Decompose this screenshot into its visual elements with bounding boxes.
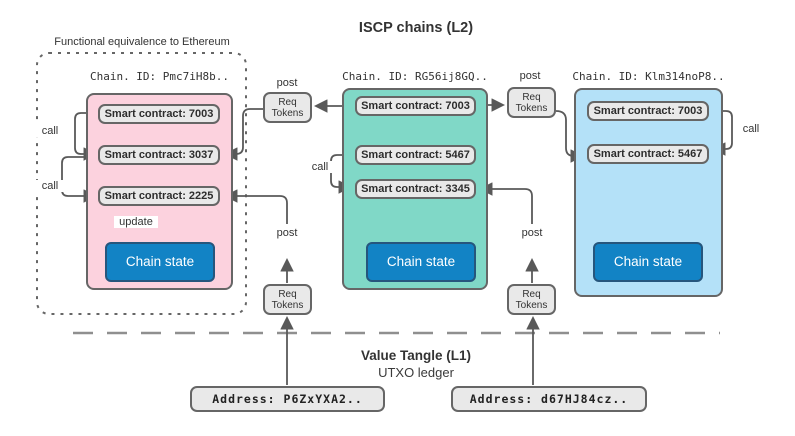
req-tokens-line1: Req: [278, 96, 297, 108]
arrow-bottom-left-req-tokens-to-pink-2225: [223, 189, 288, 224]
chain-state-pink: Chain state: [105, 242, 215, 282]
address-box-2: Address: d67HJ84cz..: [451, 386, 647, 412]
chain-id-label-pink: Chain. ID: Pmc7iH8b..: [89, 70, 230, 83]
contract-teal-7003: Smart contract: 7003: [355, 96, 476, 116]
arrow-bottom-mid-req-tokens-to-mid-3345: [478, 182, 533, 224]
req-tokens-line2: Tokens: [271, 299, 304, 311]
req-tokens-line2: Tokens: [515, 102, 548, 114]
contract-pink-2225: Smart contract: 2225: [98, 186, 220, 206]
call-label-blue: call: [737, 123, 765, 135]
call-label-pink-1: call: [36, 125, 64, 137]
chain-state-teal: Chain state: [366, 242, 476, 282]
post-label-bottom-left: post: [269, 227, 305, 239]
contract-teal-5467: Smart contract: 5467: [355, 145, 476, 165]
req-tokens-box-bottom-left: Req Tokens: [263, 284, 312, 315]
chain-id-label-teal: Chain. ID: RG56ij8GQ..: [342, 70, 488, 83]
req-tokens-line2: Tokens: [271, 107, 304, 119]
post-label-top-left: post: [269, 77, 305, 89]
value-tangle-title: Value Tangle (L1): [360, 348, 472, 363]
contract-pink-7003: Smart contract: 7003: [98, 104, 220, 124]
update-label: update: [114, 216, 158, 228]
post-label-top-right: post: [512, 70, 548, 82]
address-box-1: Address: P6ZxYXA2..: [190, 386, 385, 412]
req-tokens-box-top-right: Req Tokens: [507, 87, 556, 118]
req-tokens-box-top-left: Req Tokens: [263, 92, 312, 123]
contract-pink-3037: Smart contract: 3037: [98, 145, 220, 165]
chain-id-label-blue: Chain. ID: Klm314noP8..: [572, 70, 725, 83]
req-tokens-line1: Req: [278, 288, 297, 300]
contract-teal-3345: Smart contract: 3345: [355, 179, 476, 199]
req-tokens-line2: Tokens: [515, 299, 548, 311]
post-label-bottom-mid: post: [514, 227, 550, 239]
req-tokens-line1: Req: [522, 288, 541, 300]
utxo-ledger-subtitle: UTXO ledger: [378, 365, 454, 380]
call-label-teal: call: [306, 161, 334, 173]
page-title: ISCP chains (L2): [358, 20, 474, 36]
req-tokens-line1: Req: [522, 91, 541, 103]
contract-blue-7003: Smart contract: 7003: [587, 101, 709, 121]
ethereum-equivalence-label: Functional equivalence to Ethereum: [54, 36, 230, 48]
contract-blue-5467: Smart contract: 5467: [587, 144, 709, 164]
req-tokens-box-bottom-mid: Req Tokens: [507, 284, 556, 315]
chain-state-blue: Chain state: [593, 242, 703, 282]
call-label-pink-2: call: [36, 180, 64, 192]
